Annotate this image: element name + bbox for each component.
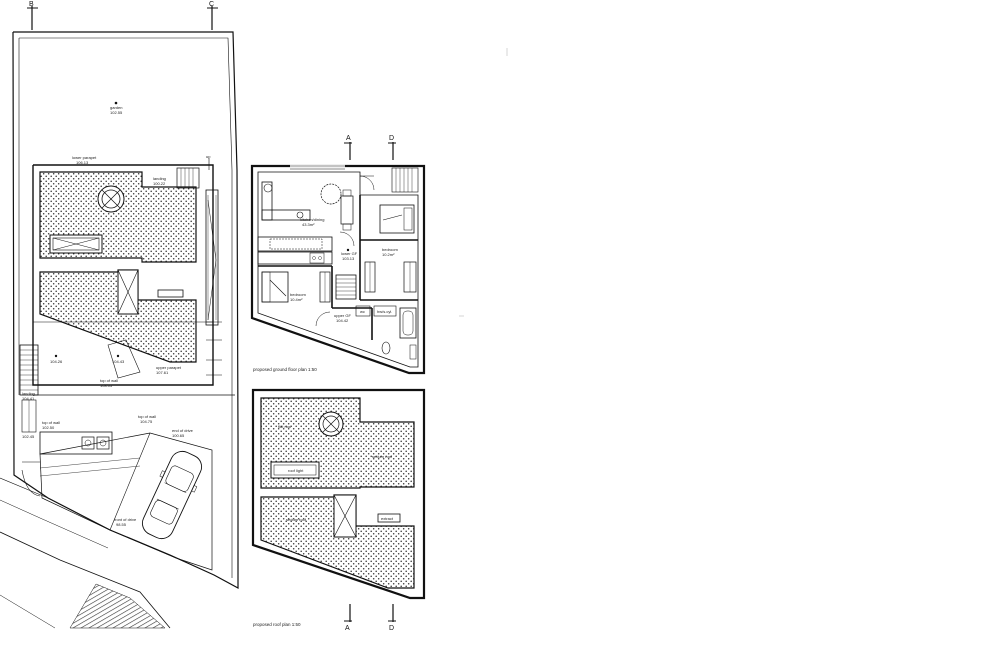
end-of-drive-label: end of drive <box>172 428 194 433</box>
ground-floor-plan <box>250 142 426 375</box>
lower-gf-label: lower GF <box>341 251 358 256</box>
roof-plan-labels: flat roof sedum roof roof light sedum ro… <box>253 424 394 632</box>
upper-gf-level: 104.42 <box>336 318 349 323</box>
car-icon <box>141 450 203 540</box>
top-of-wall-level: 108.05 <box>100 383 113 388</box>
section-marker-a-top: A <box>346 135 351 142</box>
hw-label: hw/s.cyl. <box>377 309 392 314</box>
upper-gf-label: upper GF <box>334 313 351 318</box>
living-label: kitchen/dining <box>300 217 324 222</box>
garden-level: 102.55 <box>110 110 123 115</box>
garden-label: garden <box>110 105 122 110</box>
level-left: 104.26 <box>50 359 63 364</box>
section-marker-d-bottom: D <box>389 625 394 632</box>
front-of-drive-label: front of drive <box>114 517 137 522</box>
roof-plan <box>251 388 426 622</box>
extract-label: extract <box>381 516 394 521</box>
lower-parapet-level: 106.13 <box>76 160 89 165</box>
up-label: up <box>206 154 211 159</box>
top-of-wall-small-level: 102.50 <box>42 425 55 430</box>
site-plan-labels: B C garden 102.55 lower parapet 106.13 l… <box>22 1 214 527</box>
landing-label: landing <box>153 176 166 181</box>
section-marker-d-top: D <box>389 135 394 142</box>
roof-plan-caption: proposed roof plan 1:50 <box>253 622 301 627</box>
landing2-level: 104.41 <box>22 396 35 401</box>
lower-gf-level: 103.13 <box>342 256 355 261</box>
sedum-roof-label-1: sedum roof <box>372 454 393 459</box>
section-marker-a-bottom: A <box>345 625 350 632</box>
top-of-wall-label: top of wall <box>100 378 118 383</box>
sedum-roof-label-2: sedum roof <box>286 517 307 522</box>
top-of-wall2-level: 104.75 <box>140 419 153 424</box>
top-of-wall2-label: top of wall <box>138 414 156 419</box>
ground-floor-caption: proposed ground floor plan 1:50 <box>253 367 317 372</box>
roof-light-label: roof light <box>288 468 304 473</box>
bedroom1-area: 10.2m² <box>382 252 395 257</box>
level-small: 102.45 <box>22 434 35 439</box>
end-of-drive-level: 100.65 <box>172 433 185 438</box>
top-of-wall-small-label: top of wall <box>42 420 60 425</box>
bedroom1-label: bedroom <box>382 247 398 252</box>
landing2-label: landing <box>22 391 35 396</box>
site-plan <box>0 6 239 629</box>
landing-level: 100.22 <box>153 181 166 186</box>
lower-parapet-label: lower parapet <box>72 155 97 160</box>
bedroom2-area: 10.4m² <box>290 297 303 302</box>
upper-parapet-label: upper parapet <box>156 365 182 370</box>
flat-roof-label: flat roof <box>278 424 292 429</box>
front-of-drive-level: 98.55 <box>116 522 127 527</box>
section-marker-b: B <box>29 1 34 8</box>
upper-parapet-level: 107.61 <box>156 370 169 375</box>
level-mid: 104.43 <box>112 359 125 364</box>
wc-label: wc <box>360 309 365 314</box>
section-marker-c: C <box>209 1 214 8</box>
living-area: 43.3m² <box>302 222 315 227</box>
ground-floor-labels: A D kitchen/dining 43.3m² bedroom 10.2m²… <box>253 135 398 372</box>
bedroom2-label: bedroom <box>290 292 306 297</box>
